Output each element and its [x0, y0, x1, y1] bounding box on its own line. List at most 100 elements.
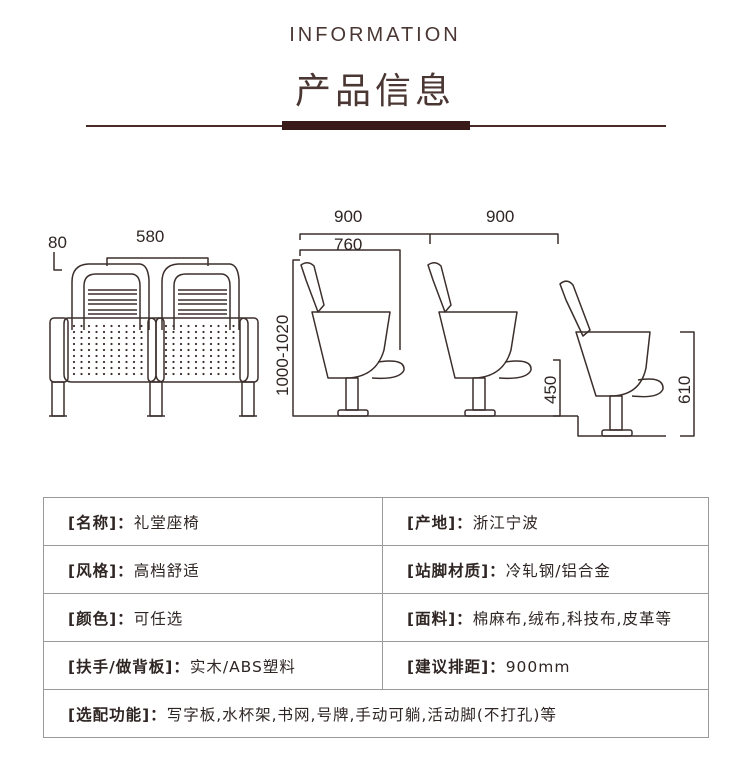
perforation-dot	[72, 354, 76, 358]
perforation-dot	[87, 336, 91, 340]
perforation-dot	[132, 348, 136, 352]
perforation-dot	[87, 372, 91, 376]
spec-label: [风格]	[68, 561, 118, 580]
perforation-dot	[217, 360, 220, 364]
perforation-dot	[80, 372, 83, 376]
perforation-dot	[217, 348, 220, 352]
perforation-dot	[217, 372, 220, 376]
spec-value: 900mm	[505, 657, 571, 676]
perforation-dot	[87, 354, 91, 358]
perforation-dot	[164, 372, 168, 376]
perforation-dot	[217, 354, 220, 358]
perforation-dot	[125, 330, 128, 334]
perforation-dot	[132, 336, 136, 340]
perforation-dot	[187, 330, 190, 334]
perforation-dot	[110, 336, 113, 340]
perforation-dot	[117, 354, 121, 358]
spec-value: 可任选	[133, 609, 184, 628]
spec-label: [颜色]	[68, 609, 118, 628]
perforation-dot	[95, 330, 98, 334]
perforation-dot	[132, 330, 136, 334]
perforation-dot	[72, 336, 76, 340]
perforation-dot	[179, 366, 183, 370]
perforation-dot	[117, 342, 121, 346]
perforation-dot	[80, 324, 83, 328]
header-title-cn: 产品信息	[294, 71, 455, 112]
perforation-dot	[102, 372, 106, 376]
perforation-dot	[72, 330, 76, 334]
spec-row: [选配功能]：写字板,水杯架,书网,号牌,手动可躺,活动脚(不打孔)等	[43, 689, 709, 738]
spec-row: [名称]：礼堂座椅 [产地]：浙江宁波	[43, 497, 709, 546]
header-divider-accent	[282, 121, 470, 130]
perforation-dot	[179, 348, 183, 352]
perforation-dot	[202, 330, 205, 334]
spec-label: [扶手/做背板]	[68, 657, 174, 676]
dim-label-row-spacing-2: 900	[486, 207, 514, 226]
perforation-dot	[224, 348, 228, 352]
dim-folded-depth-bracket	[680, 331, 695, 437]
spec-cell: [站脚材质]：冷轧钢/铝合金	[382, 545, 709, 594]
perforation-dot	[87, 330, 91, 334]
perforation-dot	[209, 372, 213, 376]
perforation-dot	[224, 354, 228, 358]
perforation-dot	[202, 342, 205, 346]
perforation-dot	[194, 372, 198, 376]
spec-value: 冷轧钢/铝合金	[505, 561, 611, 580]
spec-row: [颜色]：可任选 [面料]：棉麻布,绒布,科技布,皮革等	[43, 593, 709, 642]
perforation-dot	[179, 330, 183, 334]
perforation-dot	[140, 366, 143, 370]
perforation-dot	[194, 360, 198, 364]
spec-cell: [选配功能]：写字板,水杯架,书网,号牌,手动可躺,活动脚(不打孔)等	[43, 689, 709, 738]
perforation-dot	[194, 336, 198, 340]
perforation-dot	[140, 372, 143, 376]
dim-label-armrest: 80	[48, 233, 67, 252]
perforation-dot	[187, 366, 190, 370]
perforation-dot	[224, 372, 228, 376]
perforation-dot	[72, 360, 76, 364]
perforation-dot	[224, 324, 228, 328]
perforation-dot	[110, 348, 113, 352]
perforation-dot	[125, 354, 128, 358]
perforation-dot	[117, 348, 121, 352]
perforation-dot	[232, 360, 235, 364]
spec-label: [产地]	[407, 513, 457, 532]
perforation-dot	[95, 336, 98, 340]
perforation-dot	[140, 324, 143, 328]
perforation-dot	[209, 324, 213, 328]
seat-perforation-dots	[72, 324, 235, 376]
perforation-dot	[125, 342, 128, 346]
perforation-dot	[224, 342, 228, 346]
perforation-dot	[117, 360, 121, 364]
perforation-dot	[217, 330, 220, 334]
perforation-dot	[187, 336, 190, 340]
perforation-dot	[202, 348, 205, 352]
perforation-dot	[87, 366, 91, 370]
perforation-dot	[87, 348, 91, 352]
perforation-dot	[202, 360, 205, 364]
dim-seat-bracket	[106, 257, 209, 266]
spec-value: 浙江宁波	[472, 513, 539, 532]
perforation-dot	[72, 324, 76, 328]
chair-dimension-drawing: 80 580 900 900 760 1000-1020 450 610	[48, 207, 695, 437]
perforation-dot	[172, 336, 175, 340]
perforation-dot	[102, 354, 106, 358]
perforation-dot	[164, 330, 168, 334]
perforation-dot	[224, 330, 228, 334]
perforation-dot	[125, 360, 128, 364]
perforation-dot	[110, 354, 113, 358]
perforation-dot	[194, 330, 198, 334]
perforation-dot	[95, 324, 98, 328]
perforation-dot	[110, 342, 113, 346]
perforation-dot	[202, 372, 205, 376]
perforation-dot	[140, 342, 143, 346]
perforation-dot	[172, 348, 175, 352]
dim-depth-bracket	[299, 249, 401, 350]
perforation-dot	[179, 372, 183, 376]
dim-height-bracket	[292, 259, 300, 417]
perforation-dot	[164, 354, 168, 358]
perforation-dot	[140, 330, 143, 334]
perforation-dot	[95, 372, 98, 376]
perforation-dot	[164, 366, 168, 370]
perforation-dot	[102, 342, 106, 346]
spec-value: 实木/ABS塑料	[189, 657, 296, 676]
